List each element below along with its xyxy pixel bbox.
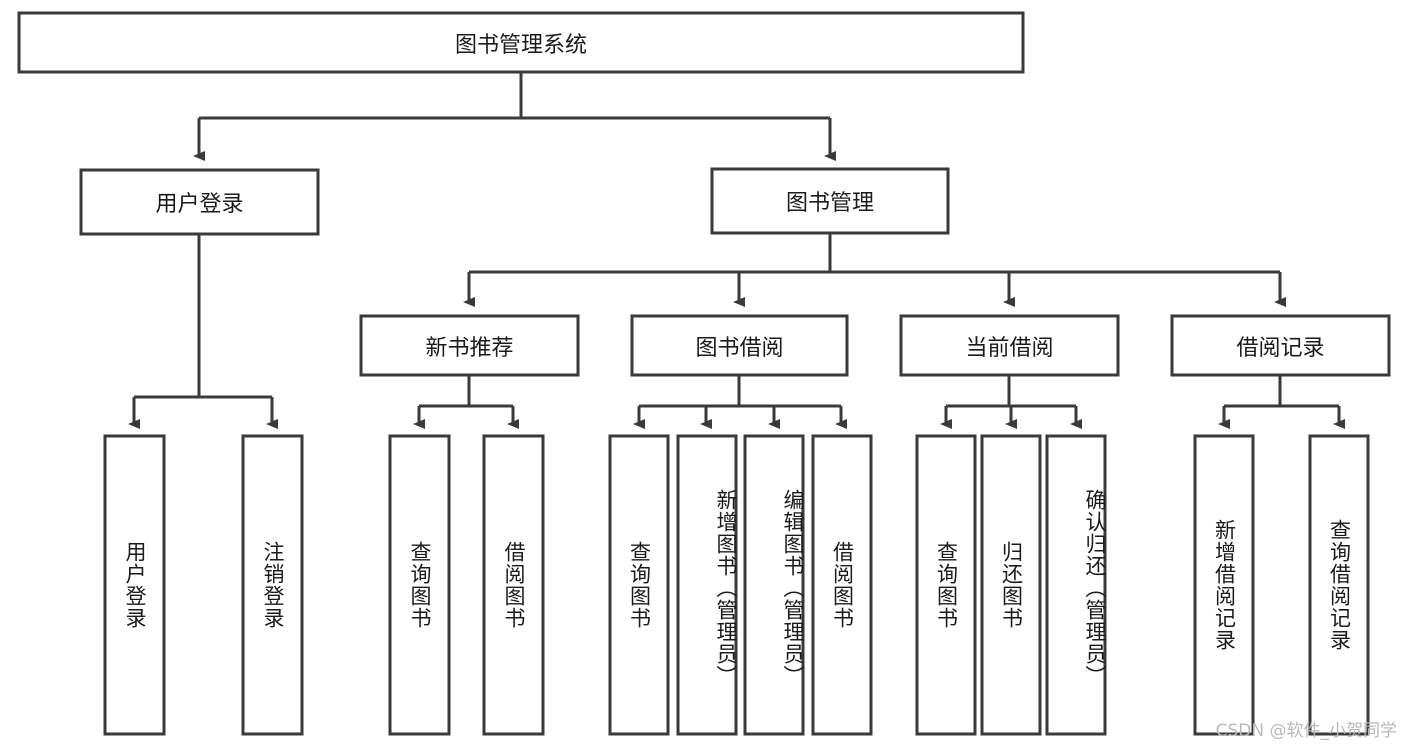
node-box-leaf-user-login-2[interactable] xyxy=(241,434,304,736)
node-box-leaf-current-borrow-1[interactable] xyxy=(915,434,977,736)
label-leaf-current-borrow-3: 确认归还（管理员） xyxy=(1083,489,1107,687)
label-book-borrow: 图书借阅 xyxy=(695,335,784,361)
node-box-leaf-current-borrow-2[interactable] xyxy=(980,434,1042,736)
node-box-leaf-borrow-record-2[interactable] xyxy=(1308,434,1370,736)
label-leaf-current-borrow-2: 归还图书 xyxy=(999,541,1024,629)
label-book-manage: 图书管理 xyxy=(785,191,874,216)
label-leaf-book-borrow-1: 查询图书 xyxy=(627,541,652,629)
label-root: 图书管理系统 xyxy=(454,32,587,58)
watermark-text: CSDN @软件_小贺同学 xyxy=(1215,721,1397,741)
label-leaf-book-borrow-3: 编辑图书（管理员） xyxy=(781,489,805,687)
node-box-current-borrow[interactable] xyxy=(899,314,1120,377)
node-box-leaf-current-borrow-3[interactable] xyxy=(1045,434,1107,736)
label-current-borrow: 当前借阅 xyxy=(965,335,1054,361)
label-leaf-borrow-record-2: 查询借阅记录 xyxy=(1327,519,1352,651)
label-leaf-current-borrow-1: 查询图书 xyxy=(934,541,959,629)
node-box-new-book-recommend[interactable] xyxy=(359,314,580,377)
label-leaf-new-book-1: 查询图书 xyxy=(408,541,432,629)
node-box-leaf-book-borrow-3[interactable] xyxy=(743,434,805,736)
node-box-leaf-book-borrow-1[interactable] xyxy=(608,434,670,736)
node-box-book-manage[interactable] xyxy=(710,167,950,235)
label-leaf-user-login-2: 注销登录 xyxy=(261,541,285,629)
label-leaf-borrow-record-1: 新增借阅记录 xyxy=(1212,519,1237,651)
node-box-borrow-record[interactable] xyxy=(1170,314,1391,377)
label-leaf-book-borrow-2: 新增图书（管理员） xyxy=(714,489,738,687)
node-box-leaf-book-borrow-2[interactable] xyxy=(676,434,738,736)
node-box-root[interactable] xyxy=(17,11,1025,74)
label-borrow-record: 借阅记录 xyxy=(1236,335,1325,361)
label-leaf-new-book-2: 借阅图书 xyxy=(502,541,526,629)
label-user-login: 用户登录 xyxy=(155,192,244,217)
node-box-book-borrow[interactable] xyxy=(630,314,849,377)
label-leaf-user-login-1: 用户登录 xyxy=(123,541,147,629)
label-leaf-book-borrow-4: 借阅图书 xyxy=(830,541,855,629)
node-box-leaf-borrow-record-1[interactable] xyxy=(1193,434,1255,736)
node-box-leaf-new-book-1[interactable] xyxy=(388,434,451,736)
label-new-book-recommend: 新书推荐 xyxy=(425,335,514,361)
node-box-leaf-book-borrow-4[interactable] xyxy=(811,434,873,736)
node-box-leaf-user-login-1[interactable] xyxy=(103,434,166,736)
node-box-leaf-new-book-2[interactable] xyxy=(482,434,545,736)
